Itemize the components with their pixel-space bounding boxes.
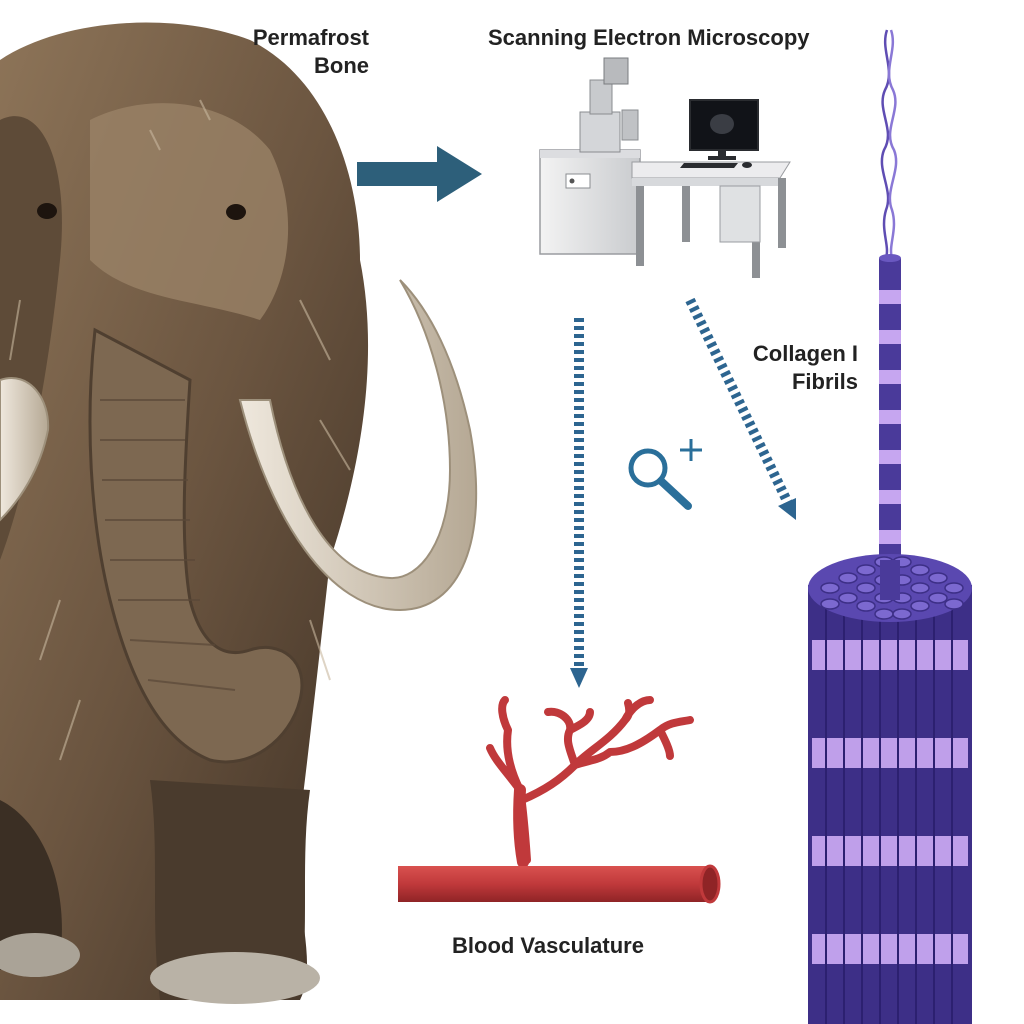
permafrost-bone-label-line2: Bone: [314, 53, 369, 78]
collagen-label: Collagen I Fibrils: [753, 340, 858, 396]
right-arrow-icon: [357, 146, 482, 202]
sem-label: Scanning Electron Microscopy: [488, 25, 810, 50]
sem-microscope-illustration: [539, 57, 791, 278]
blood-vasculature-label: Blood Vasculature: [452, 933, 644, 958]
permafrost-bone-label-line1: Permafrost: [252, 25, 369, 50]
permafrost-bone-label: Permafrost Bone: [253, 24, 369, 80]
zoom-in-icon: [628, 439, 702, 510]
collagen-label-line1: Collagen I: [752, 341, 858, 366]
mammoth-illustration: [0, 22, 478, 1004]
blood-vessel-illustration: [398, 696, 721, 904]
collagen-label-line2: Fibrils: [791, 369, 858, 394]
collagen-fibril-illustration: [808, 29, 972, 1024]
dashed-arrow-to-collagen: [685, 297, 796, 520]
dashed-arrow-to-vasculature: [570, 318, 588, 688]
